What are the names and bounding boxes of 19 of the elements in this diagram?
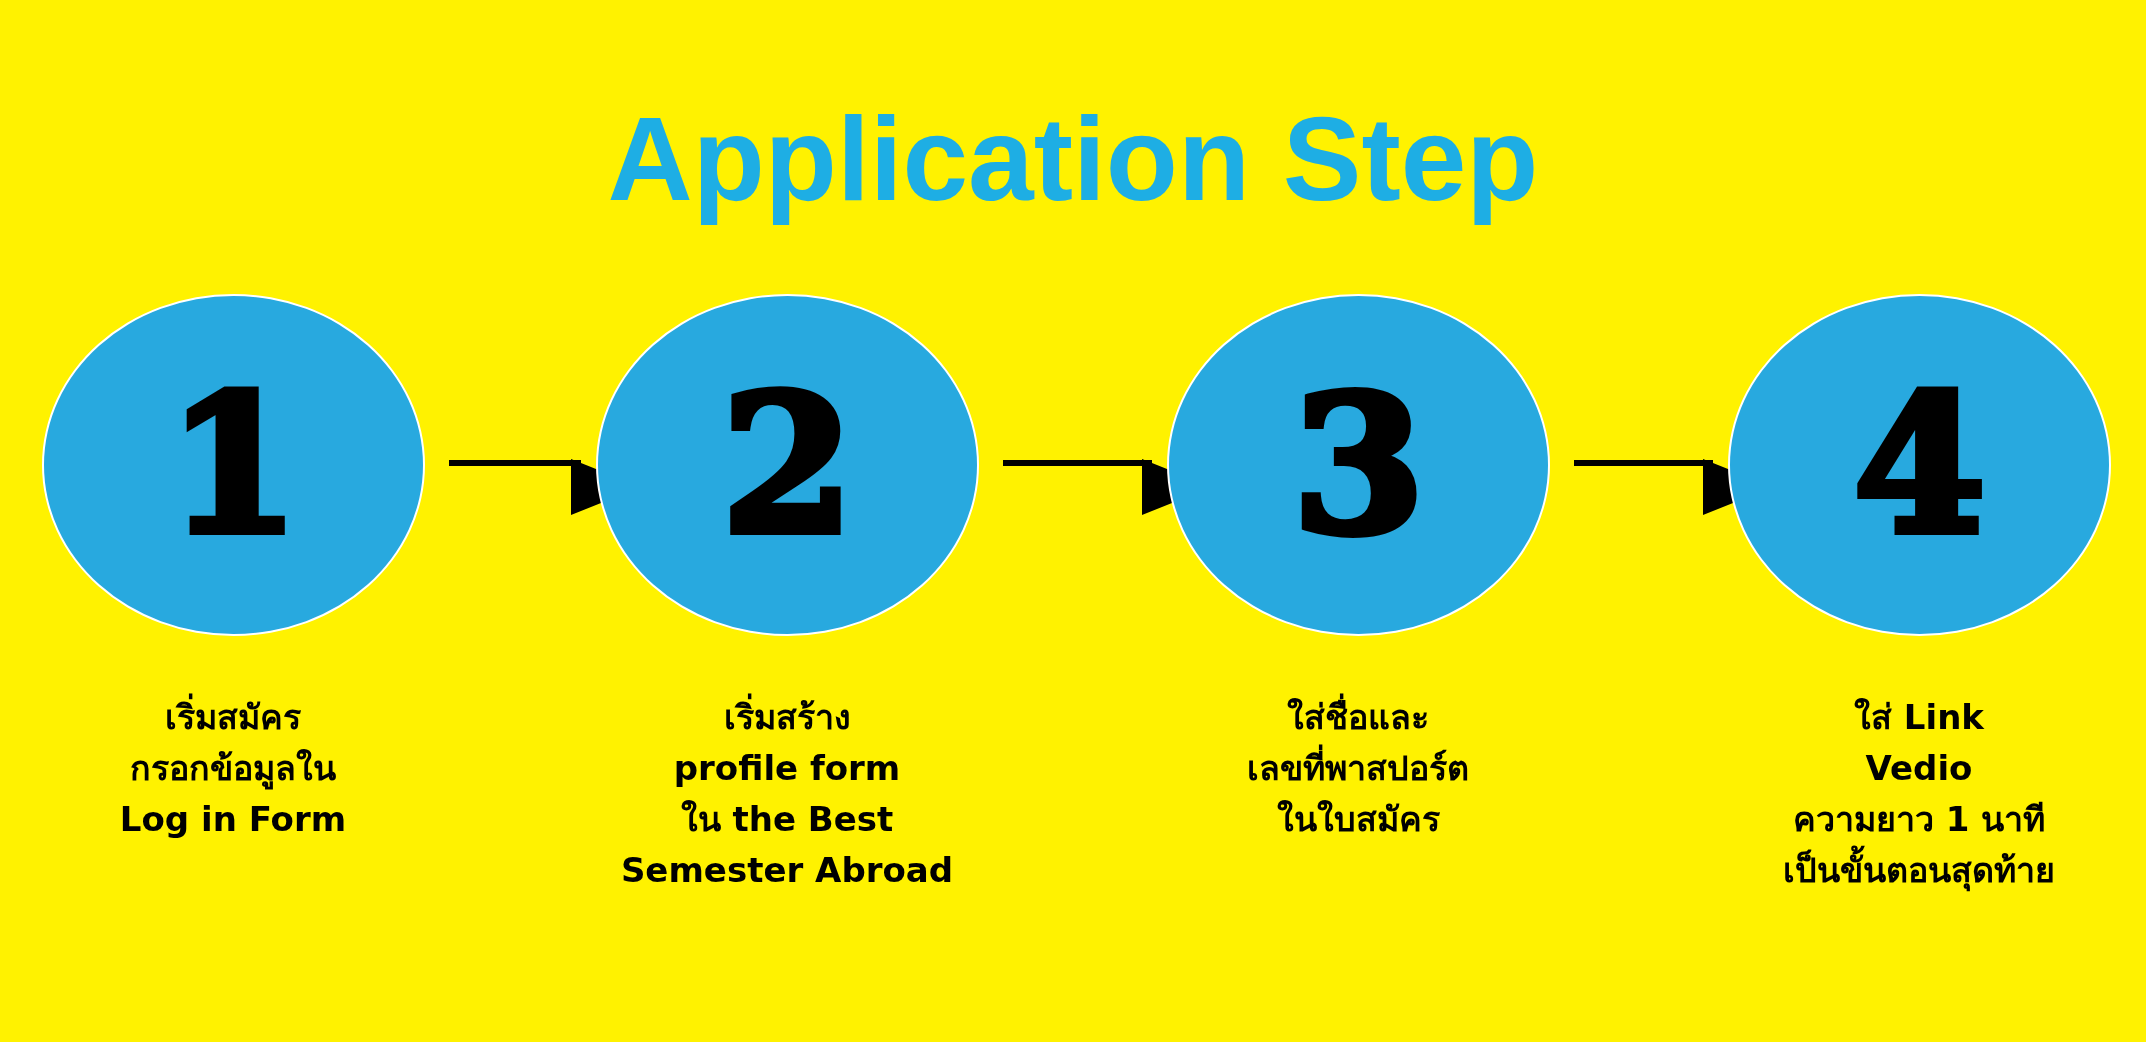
step-description: เป็นขั้นตอนสุดท้าย [1783,845,2055,896]
step-description: กรอกข้อมูลใน [130,747,336,792]
step-description: ความยาว 1 นาที [1792,798,2046,841]
step-description: profile form [673,747,901,790]
step-description: Vedio [1865,747,1973,790]
step-description: Semester Abroad [620,849,954,892]
step-description: เริ่มสมัคร [165,692,301,743]
step-number: 2 [721,370,854,560]
step-description: Log in Form [119,798,347,841]
title: Application Step [606,95,1540,225]
step-description: ใน the Best [680,798,894,841]
step-number: 3 [1292,370,1425,560]
step-description: ในใบสมัคร [1276,798,1440,841]
step-description: ใส่ Link [1854,696,1984,739]
step-description: ใส่ชื่อและ [1287,692,1429,743]
step-description: เริ่มสร้าง [723,692,851,743]
step-number: 4 [1853,370,1986,560]
step-number: 1 [167,370,300,560]
step-description: เลขที่พาสปอร์ต [1247,743,1469,794]
